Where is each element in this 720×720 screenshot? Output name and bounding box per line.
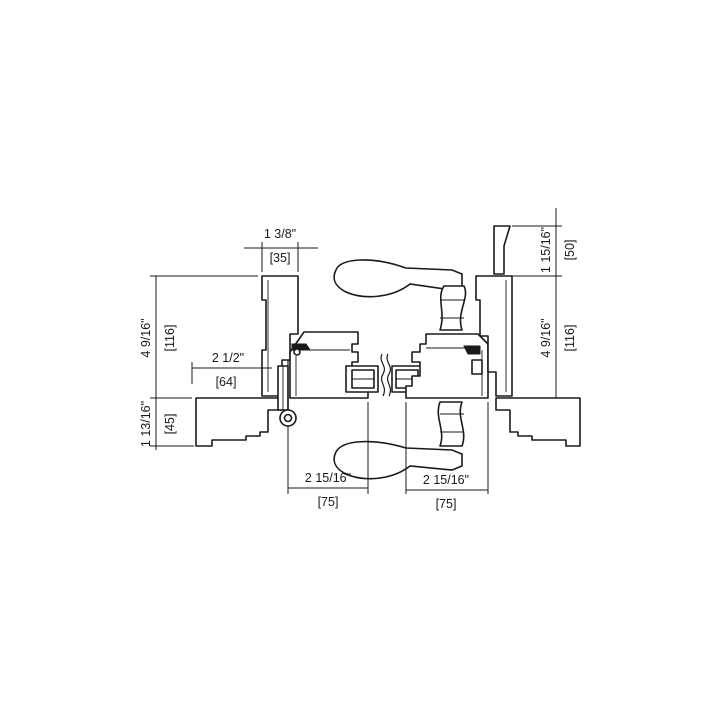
dim-right-top: 1 15/16" [50] <box>512 208 577 278</box>
dim-right-top-in: 1 15/16" <box>539 227 553 273</box>
dim-left-depth: 2 1/2" [64] <box>191 351 272 389</box>
dim-left-base-mm: [45] <box>163 414 177 435</box>
dim-left-height-mm: [116] <box>163 325 177 352</box>
dim-right-top-mm: [50] <box>563 240 577 261</box>
dim-right-height-in: 4 9/16" <box>539 318 553 357</box>
dim-top-width-in: 1 3/8" <box>264 227 296 241</box>
break-symbol <box>380 353 392 397</box>
dim-right-height: 4 9/16" [116] <box>512 275 577 399</box>
right-jamb <box>475 225 581 447</box>
dim-left-height-in: 4 9/16" <box>139 318 153 357</box>
meeting-stile-left <box>345 365 379 393</box>
dim-left-height: 4 9/16" [116] <box>139 275 258 399</box>
dim-left-base-in: 1 13/16" <box>139 401 153 447</box>
dim-bottom-left-mm: [75] <box>318 495 339 509</box>
dim-bottom-right: 2 15/16" [75] <box>405 402 489 511</box>
dim-right-height-mm: [116] <box>563 325 577 352</box>
lower-lever-handle <box>333 401 465 480</box>
dim-left-base: 1 13/16" [45] <box>139 398 194 450</box>
dimension-annotations: 1 3/8" [35] 4 9/16" [116] 2 1/2" [64] 1 … <box>139 208 577 511</box>
dim-bottom-right-in: 2 15/16" <box>423 473 469 487</box>
dim-bottom-right-mm: [75] <box>436 497 457 511</box>
dim-bottom-left: 2 15/16" [75] <box>287 402 369 509</box>
dim-bottom-left-in: 2 15/16" <box>305 471 351 485</box>
left-strike-assembly <box>277 360 297 427</box>
dim-left-depth-in: 2 1/2" <box>212 351 244 365</box>
dim-top-width: 1 3/8" [35] <box>244 227 318 272</box>
dim-left-depth-mm: [64] <box>216 375 237 389</box>
left-jamb <box>195 275 299 447</box>
dim-top-width-mm: [35] <box>270 251 291 265</box>
upper-lever-handle <box>333 259 467 331</box>
right-door-leaf <box>405 333 489 399</box>
